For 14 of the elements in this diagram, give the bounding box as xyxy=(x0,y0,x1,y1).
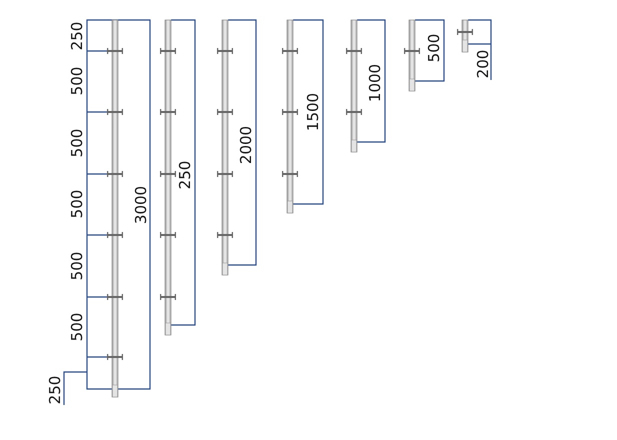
dimension-value: 250 xyxy=(69,22,85,50)
dimension-value: 500 xyxy=(426,34,442,62)
dimension-value: 200 xyxy=(475,50,491,78)
dimension-value: 500 xyxy=(69,66,85,96)
dimension-value: 500 xyxy=(69,128,85,158)
dimension-value: 500 xyxy=(69,312,85,342)
dimension-value: 1000 xyxy=(367,64,383,102)
dimension-value: 500 xyxy=(69,190,85,218)
dimension-value: 250 xyxy=(47,376,63,404)
dimension-value: 500 xyxy=(69,252,85,280)
dimension-value: 3000 xyxy=(133,186,149,224)
dimension-value: 2000 xyxy=(238,126,254,164)
dimension-value: 250 xyxy=(177,160,193,190)
dimension-value: 1500 xyxy=(305,92,321,132)
